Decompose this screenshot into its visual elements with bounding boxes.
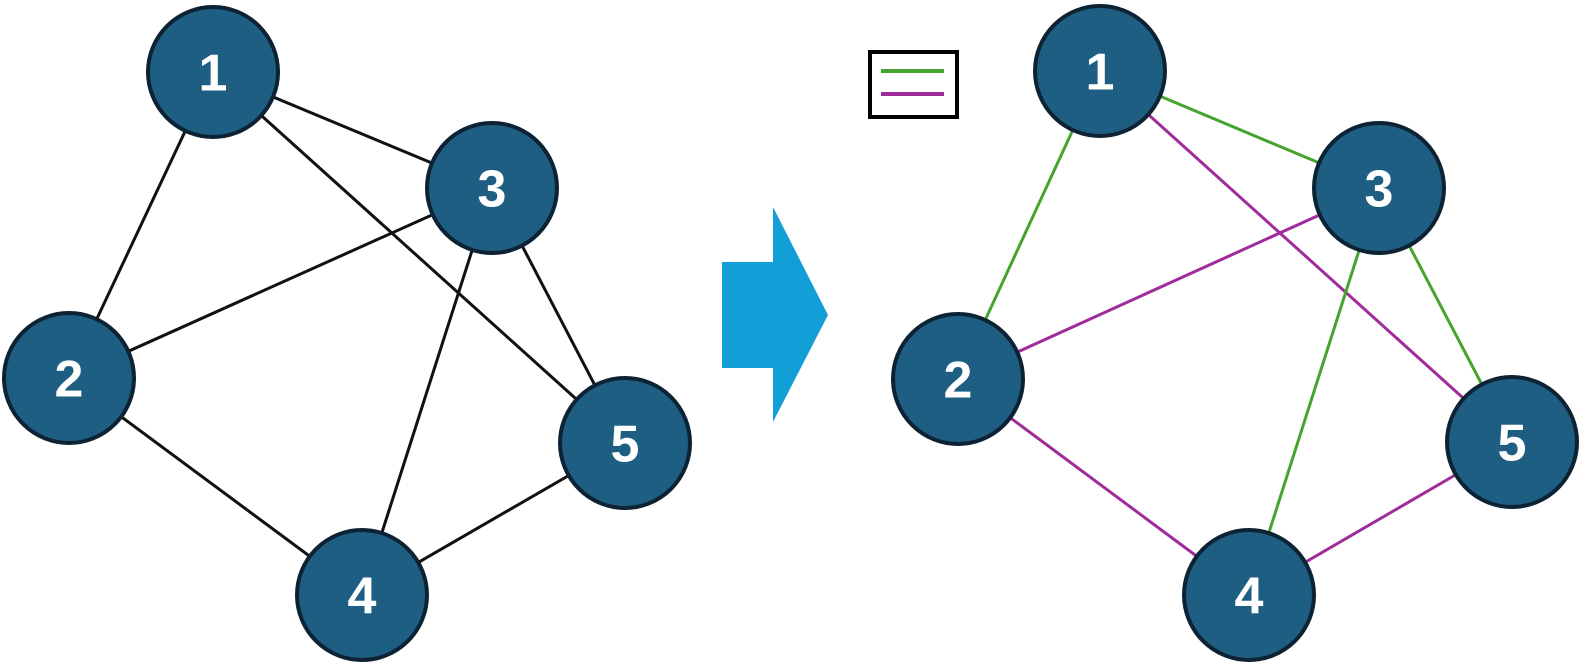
legend-box bbox=[868, 50, 959, 119]
node-label-2: 2 bbox=[944, 352, 973, 410]
edge-2-3 bbox=[957, 186, 1380, 381]
node-circle-1 bbox=[1033, 4, 1167, 138]
node-label-1: 1 bbox=[1086, 44, 1115, 102]
edge-2-3 bbox=[68, 186, 493, 380]
node-circle-2 bbox=[2, 311, 136, 445]
graph-node-4: 4 bbox=[1182, 528, 1316, 662]
node-label-3: 3 bbox=[478, 161, 507, 219]
edge-1-5 bbox=[211, 70, 627, 445]
edge-3-4 bbox=[1247, 187, 1381, 596]
node-circle-3 bbox=[1312, 121, 1446, 255]
node-label-5: 5 bbox=[1498, 415, 1527, 473]
node-label-4: 4 bbox=[348, 568, 377, 626]
node-label-5: 5 bbox=[611, 416, 640, 474]
graph-node-5: 5 bbox=[558, 376, 692, 510]
graph-node-1: 1 bbox=[146, 5, 280, 139]
graph-node-3: 3 bbox=[425, 121, 559, 255]
node-label-4: 4 bbox=[1235, 568, 1264, 626]
node-label-1: 1 bbox=[199, 45, 228, 103]
node-circle-5 bbox=[1445, 375, 1579, 509]
original-graph: 1 2 3 4 5 bbox=[2, 5, 692, 662]
graph-node-4: 4 bbox=[295, 528, 429, 662]
graph-node-1: 1 bbox=[1033, 4, 1167, 138]
edge-3-4 bbox=[360, 187, 494, 596]
node-circle-4 bbox=[1182, 528, 1316, 662]
graph-node-3: 3 bbox=[1312, 121, 1446, 255]
node-circle-5 bbox=[558, 376, 692, 510]
graph-node-2: 2 bbox=[891, 312, 1025, 446]
node-circle-1 bbox=[146, 5, 280, 139]
graph-node-5: 5 bbox=[1445, 375, 1579, 509]
node-circle-4 bbox=[295, 528, 429, 662]
edge-1-5 bbox=[1098, 69, 1514, 444]
node-label-3: 3 bbox=[1365, 161, 1394, 219]
node-circle-3 bbox=[425, 121, 559, 255]
graph-node-2: 2 bbox=[2, 311, 136, 445]
edge-color-legend bbox=[868, 50, 959, 119]
colored-graph: 1 2 3 4 5 bbox=[891, 4, 1579, 662]
node-circle-2 bbox=[891, 312, 1025, 446]
node-label-2: 2 bbox=[55, 351, 84, 409]
transform-arrow-icon bbox=[722, 207, 828, 422]
